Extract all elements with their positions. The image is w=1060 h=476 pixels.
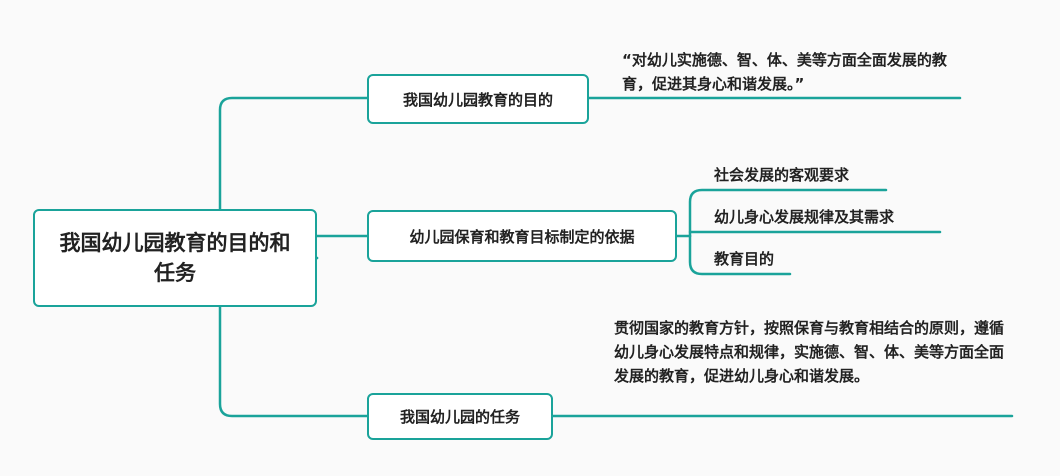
branch-label: 我国幼儿园的任务 — [399, 408, 520, 426]
branch-education-purpose[interactable]: 我国幼儿园教育的目的 — [367, 74, 589, 124]
branch-label: 幼儿园保育和教育目标制定的依据 — [409, 227, 635, 246]
leaf-child-development[interactable]: 幼儿身心发展规律及其需求 — [714, 208, 895, 226]
leaf-education-purpose[interactable]: 教育目的 — [714, 250, 775, 268]
leaf-social-needs[interactable]: 社会发展的客观要求 — [714, 166, 850, 184]
leaf-purpose-quote[interactable]: “对幼儿实施德、智、体、美等方面全面发展的教育，促进其身心和谐发展。” — [622, 51, 947, 93]
branch-goal-basis[interactable]: 幼儿园保育和教育目标制定的依据 — [367, 210, 677, 262]
root-topic-title: 我国幼儿园教育的目的和任务 — [59, 231, 291, 285]
branch-kindergarten-tasks[interactable]: 我国幼儿园的任务 — [367, 393, 553, 440]
leaf-tasks-description[interactable]: 贯彻国家的教育方针，按照保育与教育相结合的原则，遵循幼儿身心发展特点和规律，实施… — [614, 319, 1005, 385]
connector-branch2-leaf3 — [688, 234, 792, 276]
connector-branch2-leaf1 — [688, 188, 888, 238]
branch-label: 我国幼儿园教育的目的 — [402, 90, 553, 109]
root-topic[interactable]: 我国幼儿园教育的目的和任务 — [33, 209, 317, 307]
